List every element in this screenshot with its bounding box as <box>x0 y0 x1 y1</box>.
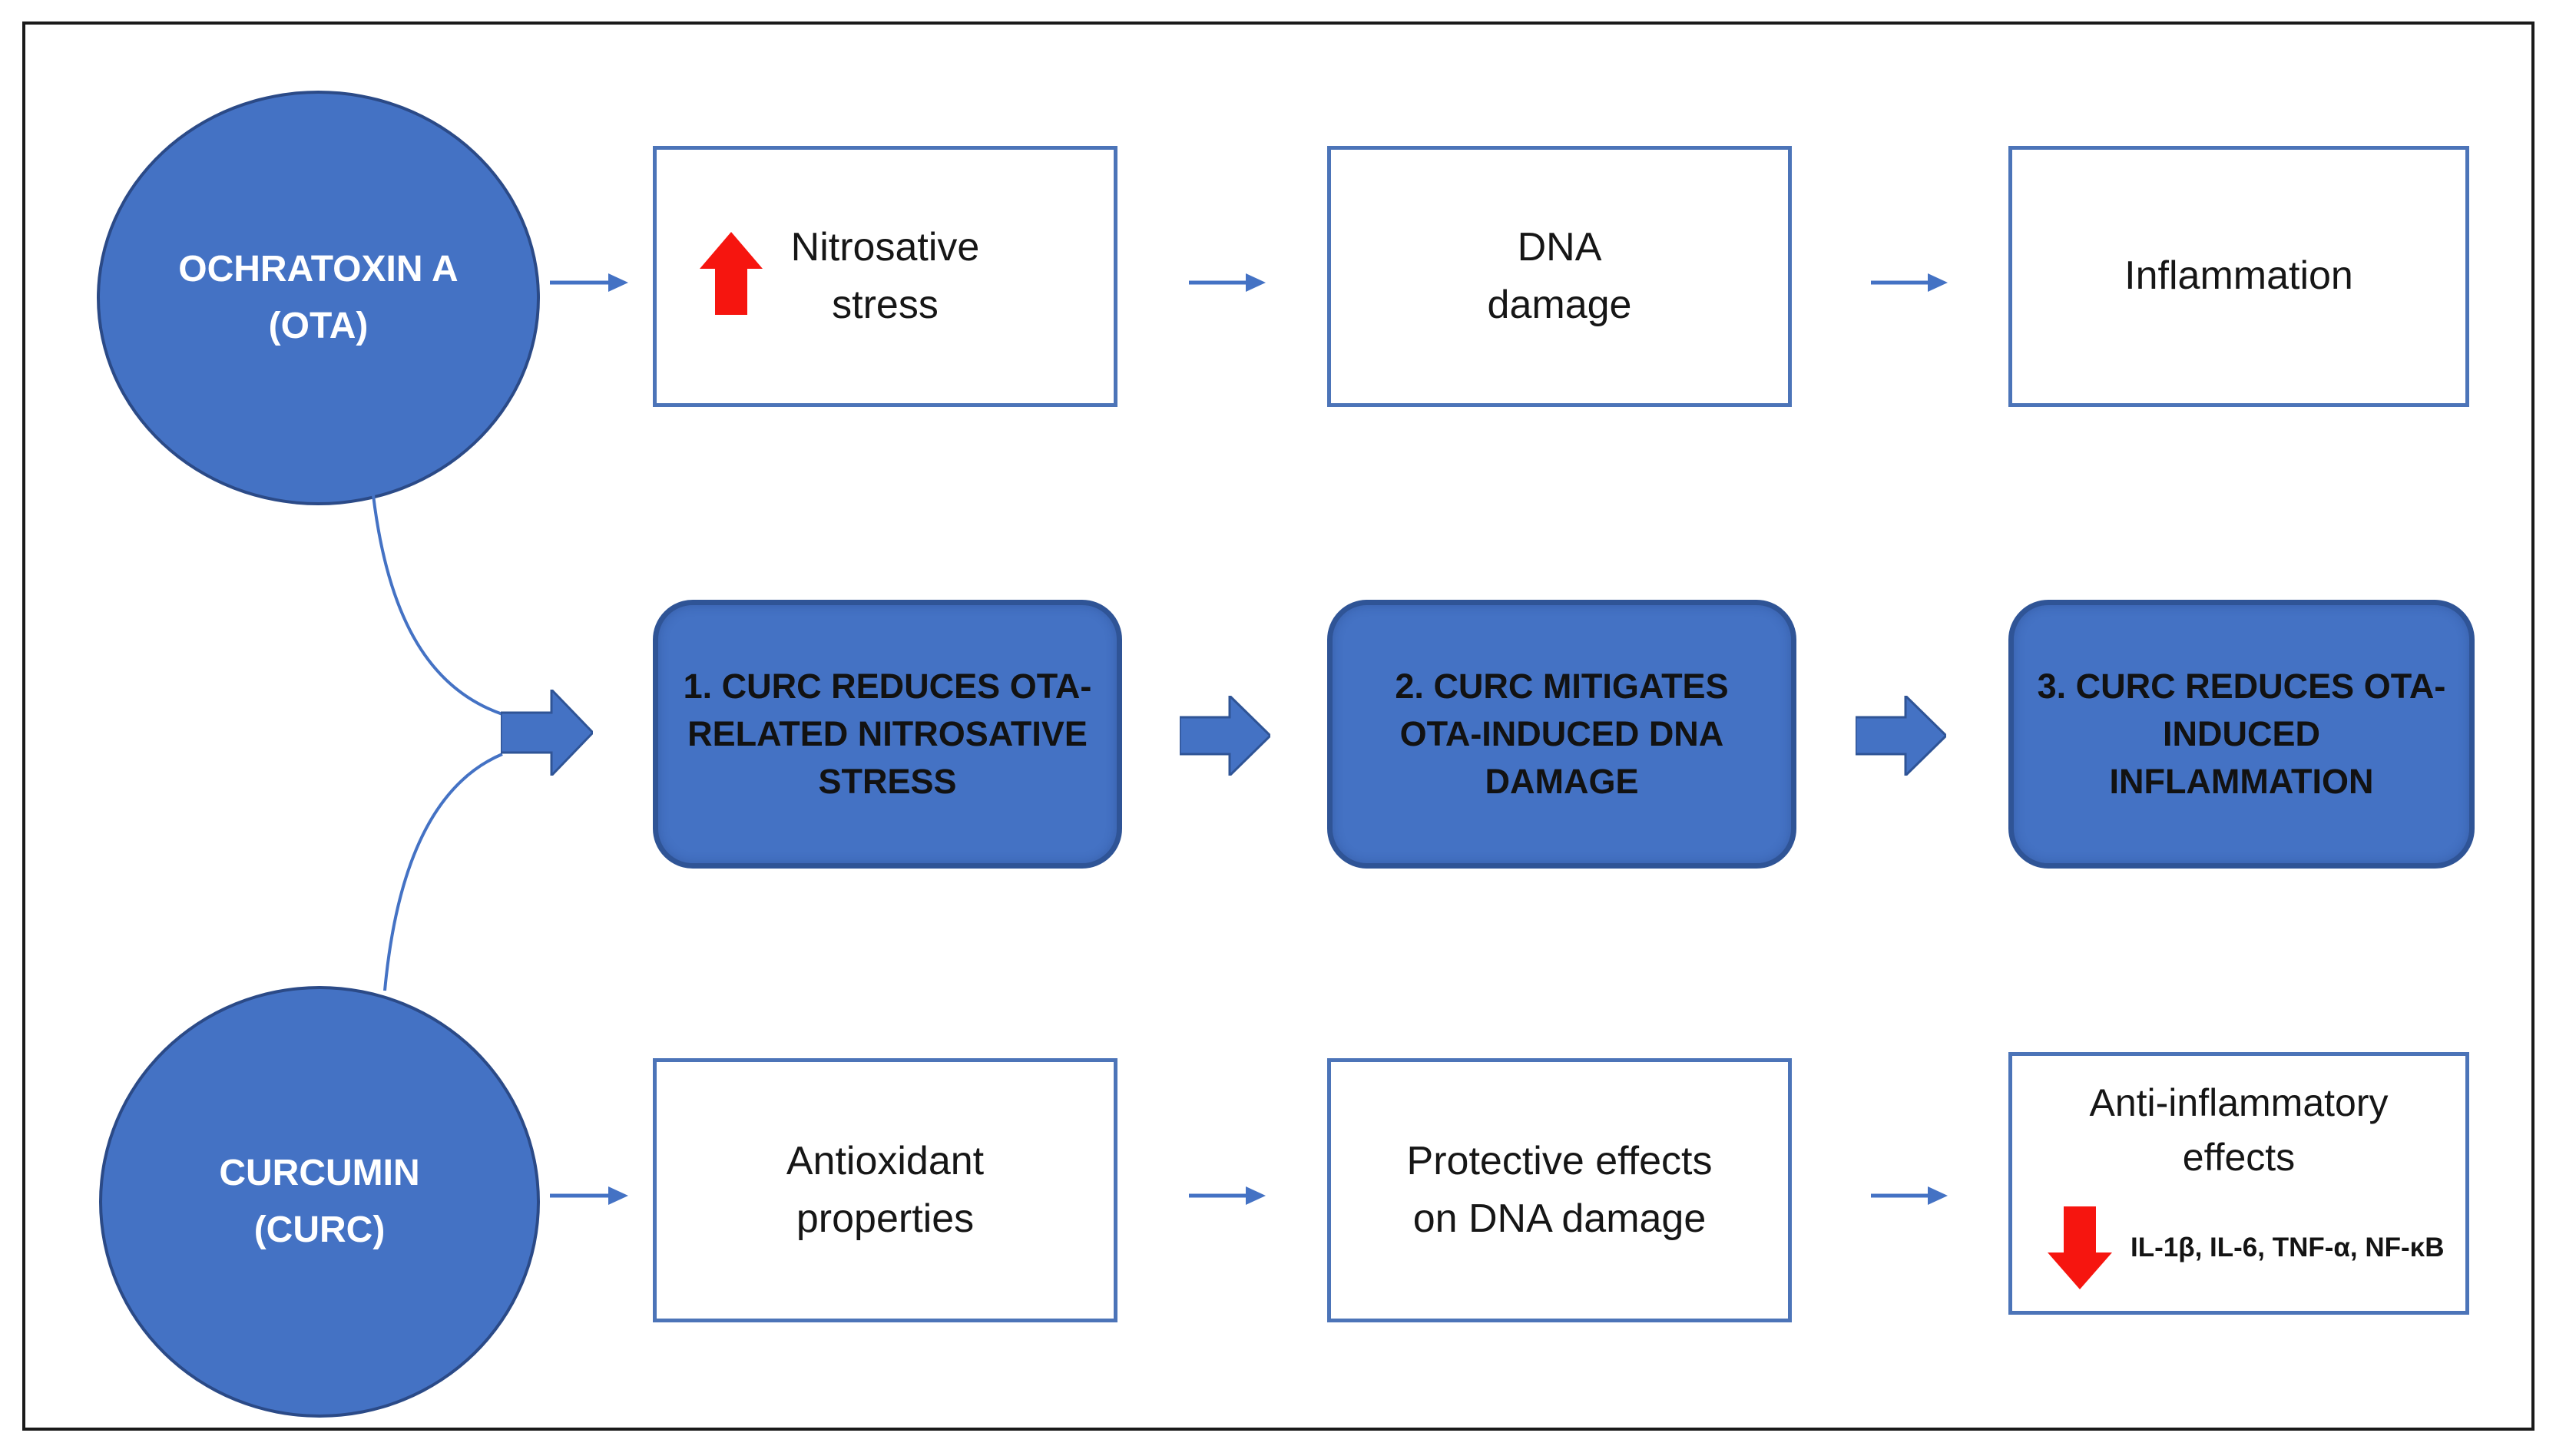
red-down-arrow-icon <box>2048 1206 2112 1289</box>
cytokine-row: IL-1β, IL-6, TNF-α, NF-κB <box>2048 1206 2444 1289</box>
curc-curve <box>383 753 503 991</box>
curc3-line3: INFLAMMATION <box>2109 762 2374 802</box>
antioxidant-line2: properties <box>796 1196 975 1241</box>
anti-inflammatory-box: Anti-inflammatory effects IL-1β, IL-6, T… <box>2008 1052 2469 1315</box>
dna-damage-box: DNA damage <box>1327 146 1792 407</box>
dna-to-inflammation-arrow-icon <box>1871 273 1948 292</box>
cytokine-list: IL-1β, IL-6, TNF-α, NF-κB <box>2131 1232 2445 1262</box>
protective-effects-box: Protective effects on DNA damage <box>1327 1058 1792 1322</box>
curc1-line3: STRESS <box>818 762 957 802</box>
inflammation-box: Inflammation <box>2008 146 2469 407</box>
curc1-line2: RELATED NITROSATIVE <box>687 713 1088 753</box>
ota-curve <box>372 495 503 716</box>
curc-effect-1-box: 1. CURC REDUCES OTA- RELATED NITROSATIVE… <box>653 600 1122 869</box>
curc3-line1: 3. CURC REDUCES OTA- <box>2037 666 2446 706</box>
curc-effect-3-box: 3. CURC REDUCES OTA- INDUCED INFLAMMATIO… <box>2008 600 2475 869</box>
curc3-line2: INDUCED <box>2162 713 2320 753</box>
protective-to-anti-inflammatory-arrow-icon <box>1871 1186 1948 1205</box>
curc-label-line2: (CURC) <box>253 1209 386 1250</box>
curc1-line1: 1. CURC REDUCES OTA- <box>683 666 1092 706</box>
anti-line2: effects <box>2182 1136 2296 1179</box>
curc2-to-curc3-block-arrow-icon <box>1856 696 1946 776</box>
protective-line2: on DNA damage <box>1412 1196 1707 1241</box>
protective-line1: Protective effects <box>1406 1138 1713 1183</box>
ota-source-circle: OCHRATOXIN A (OTA) <box>97 91 540 505</box>
ota-to-nitrosative-arrow-icon <box>550 273 628 292</box>
anti-inflammatory-title: Anti-inflammatory effects <box>2090 1076 2389 1185</box>
curc2-line2: OTA-INDUCED DNA <box>1399 713 1724 753</box>
curc-effect-2-box: 2. CURC MITIGATES OTA-INDUCED DNA DAMAGE <box>1327 600 1796 869</box>
anti-line1: Anti-inflammatory <box>2089 1081 2389 1124</box>
curc-source-circle: CURCUMIN (CURC) <box>99 986 540 1418</box>
ota-label-line1: OCHRATOXIN A <box>178 248 459 290</box>
nitrosative-to-dna-arrow-icon <box>1189 273 1266 292</box>
connector-curves <box>372 495 503 991</box>
antioxidant-box: Antioxidant properties <box>653 1058 1117 1322</box>
antioxidant-line1: Antioxidant <box>786 1138 985 1183</box>
ota-label-line2: (OTA) <box>268 306 369 346</box>
curc-label-line1: CURCUMIN <box>219 1152 420 1193</box>
red-up-arrow-icon <box>700 232 763 315</box>
curc-to-antioxidant-arrow-icon <box>550 1186 628 1205</box>
antioxidant-to-protective-arrow-icon <box>1189 1186 1266 1205</box>
nitrosative-label-line2: stress <box>832 283 939 327</box>
curc2-line3: DAMAGE <box>1485 762 1639 802</box>
dna-label-line1: DNA <box>1517 224 1602 270</box>
curc1-to-curc2-block-arrow-icon <box>1180 696 1270 776</box>
nitrosative-stress-box: Nitrosative stress <box>653 146 1117 407</box>
dna-label-line2: damage <box>1487 283 1632 327</box>
converging-block-arrow-icon <box>501 690 593 776</box>
nitrosative-label-line1: Nitrosative <box>790 224 980 270</box>
inflammation-label: Inflammation <box>2124 253 2353 299</box>
curc2-line1: 2. CURC MITIGATES <box>1395 666 1729 706</box>
